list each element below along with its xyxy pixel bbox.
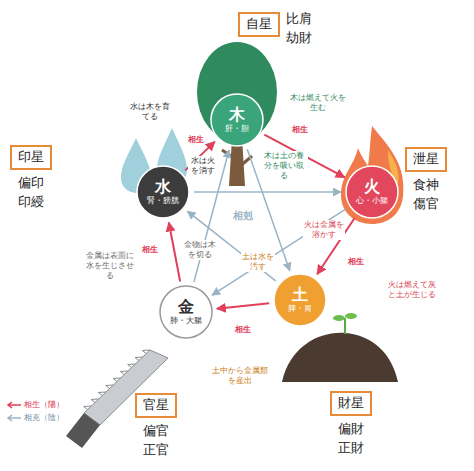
edge-label: 金物は木を切る [183,240,217,260]
soil-mound [282,333,398,382]
element-circle: 木肝・胆 [210,93,264,147]
star-box: 泄星食神 傷官 [405,147,447,172]
tsuhen-name: 食神 傷官 [413,176,442,214]
saw-handle [66,413,100,448]
sousei-tag: 相生 [187,135,205,145]
star-name: 自星 [246,16,272,33]
center-label: 相剋 [232,210,254,223]
legend-text: 相克（陰） [24,412,64,423]
sprout-leaf [333,315,345,321]
flame [341,126,403,224]
star-box: 財星偏財 正財 [330,391,372,416]
legend-arrow [6,400,22,410]
star-box: 官星偏官 正官 [135,393,177,418]
tsuhen-name: 比肩 劫財 [286,10,315,48]
legend-text: 相生（陽） [24,399,64,410]
element-circle: 水腎・膀胱 [136,165,190,219]
edge-label: 木は土の養分を吸い取る [260,151,308,181]
circle-shape [211,94,263,146]
organ-name: 肺・大腸 [170,316,202,326]
legend-arrow-line [8,415,21,421]
sousei-tag: 相生 [234,325,252,335]
star-box: 印星偏印 印綬 [10,145,52,170]
tsuhen-name: 偏印 印綬 [18,174,47,212]
organ-name: 心・小腸 [356,196,388,206]
legend-row: 相克（陰） [6,411,64,424]
element-name: 火 [364,178,380,196]
element-name: 金 [178,298,194,316]
element-name: 水 [155,178,171,196]
legend-row: 相生（陽） [6,398,64,411]
tsuhen-name: 偏財 正財 [338,420,367,458]
sokoku-arrow [194,191,341,193]
edge-label: 金属は表面に水を生じさせる [83,251,137,281]
circle-shape [274,274,326,326]
circle-shape [160,286,212,338]
element-name: 土 [292,286,308,304]
element-name: 木 [229,106,245,124]
sokoku-arrow [212,209,346,295]
edge-label: 土中から金属類を産出 [209,366,271,386]
circle-shape [137,166,189,218]
organ-name: 脾・胃 [288,304,312,314]
star-box: 自星比肩 劫財 [238,12,280,37]
organ-name: 腎・膀胱 [147,196,179,206]
star-name: 印星 [18,149,44,166]
tree-canopy [197,42,277,142]
edge-label: 土は水を汚す [241,252,275,272]
edge-label: 火は金属を溶かす [303,220,345,240]
edge-label: 水は木を育てる [129,102,171,122]
star-name: 財星 [338,395,364,412]
sousei-tag: 相生 [141,245,159,255]
tsuhen-name: 偏官 正官 [143,422,172,460]
star-name: 泄星 [413,151,439,168]
edge-label: 火は燃えて灰と土が生じる [386,280,438,300]
sousei-tag: 相生 [347,257,365,267]
organ-name: 肝・胆 [225,124,249,134]
sousei-arrow [169,222,180,281]
element-circle: 金肺・大腸 [159,285,213,339]
sousei-arrow [217,303,269,309]
element-circle: 土脾・胃 [273,273,327,327]
sprout-stem [344,318,346,334]
sprout-leaf [345,313,357,319]
star-name: 官星 [143,397,169,414]
circle-shape [346,166,398,218]
legend-arrow-line [8,402,21,408]
edge-label: 木は燃えて火を生む [289,93,347,113]
sousei-tag: 相生 [291,125,309,135]
edge-label: 水は火を消す [188,156,218,176]
legend-arrow [6,413,22,423]
element-circle: 火心・小腸 [345,165,399,219]
legend: 相生（陽） 相克（陰） [6,398,64,424]
